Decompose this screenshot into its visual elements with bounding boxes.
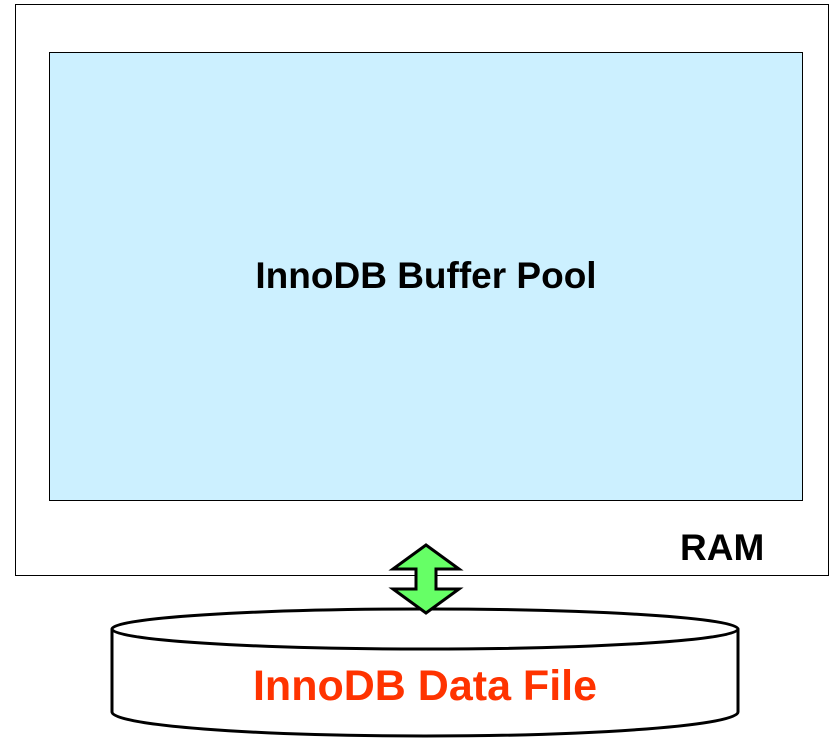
disk-cylinder-icon: [110, 607, 740, 738]
disk-top: [110, 607, 740, 651]
data-file-label: InnoDB Data File: [252, 662, 598, 710]
double-vertical-arrow-icon: [388, 543, 464, 615]
buffer-pool-box: [49, 52, 803, 501]
disk-body: [110, 629, 740, 738]
ram-label: RAM: [680, 527, 765, 568]
buffer-pool-label: InnoDB Buffer Pool: [255, 255, 597, 296]
